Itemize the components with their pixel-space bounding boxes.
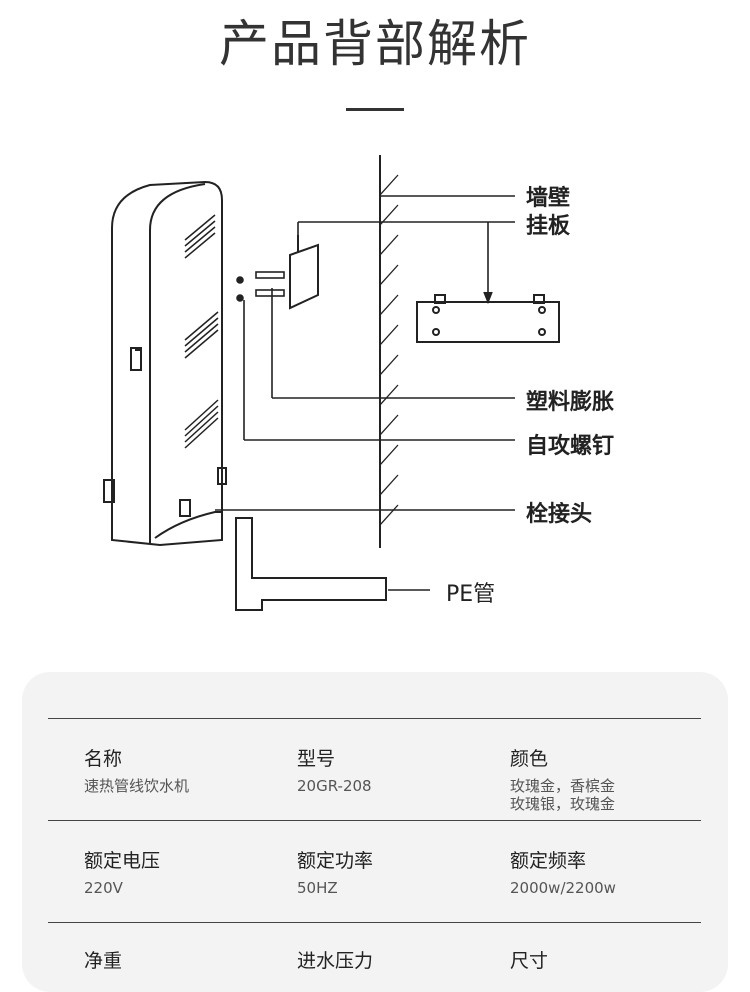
spec-label-name: 名称 xyxy=(84,748,123,770)
spec-divider xyxy=(48,820,701,821)
spec-value-frequency: 2000w/2200w xyxy=(510,879,616,897)
spec-value-voltage: 220V xyxy=(84,879,123,897)
spec-card xyxy=(22,672,728,992)
spec-label-color: 颜色 xyxy=(510,748,549,770)
spec-label-voltage: 额定电压 xyxy=(84,850,161,872)
title-divider xyxy=(346,108,404,111)
spec-value-color-2: 玫瑰银，玫瑰金 xyxy=(510,795,616,813)
spec-value-color-1: 玫瑰金，香槟金 xyxy=(510,777,616,795)
spec-label-frequency: 额定频率 xyxy=(510,850,587,872)
spec-value-name: 速热管线饮水机 xyxy=(84,777,190,795)
page-title: 产品背部解析 xyxy=(219,15,531,73)
dispenser-illustration xyxy=(103,180,227,547)
spec-divider xyxy=(48,718,701,719)
installation-diagram xyxy=(103,155,560,611)
callout-self-tapping-screw: 自攻螺钉 xyxy=(526,434,615,459)
spec-value-power: 50HZ xyxy=(297,879,338,897)
callout-wall: 墙壁 xyxy=(526,186,571,211)
callout-expansion-plug: 塑料膨胀 xyxy=(526,390,615,415)
callout-pe-pipe: PE管 xyxy=(446,582,496,607)
spec-label-model: 型号 xyxy=(297,748,336,770)
callout-bolt-connector: 栓接头 xyxy=(526,502,593,527)
spec-value-model: 20GR-208 xyxy=(297,777,372,795)
callout-hanging-plate: 挂板 xyxy=(526,214,571,239)
spec-label-power: 额定功率 xyxy=(297,850,374,872)
spec-divider xyxy=(48,922,701,923)
